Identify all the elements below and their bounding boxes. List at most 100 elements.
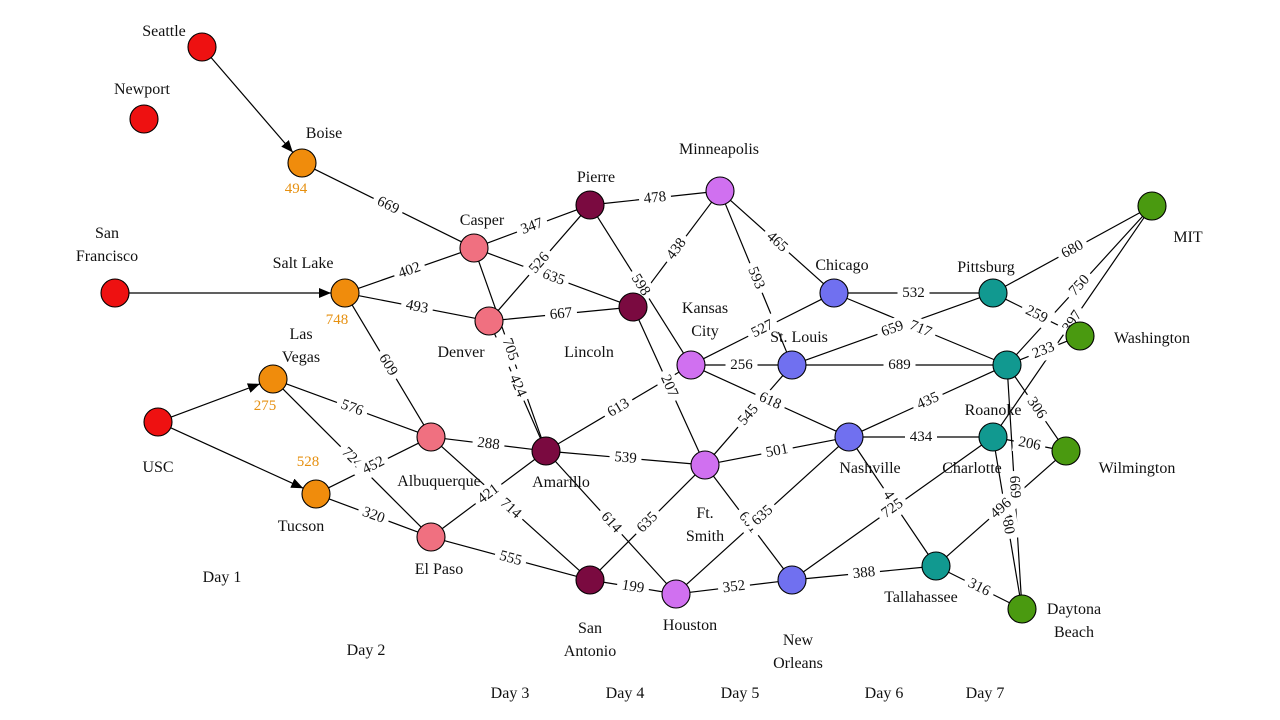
edge-weight-bg (599, 391, 638, 425)
edge-weight-bg (1019, 389, 1054, 427)
edge-weight-bg (909, 385, 947, 417)
edge-weight-bg (982, 490, 1020, 527)
node-denver (474, 306, 504, 336)
node-tucson (301, 479, 331, 509)
node-stlouis (777, 350, 807, 380)
day-label-4: Day 4 (606, 685, 645, 702)
node-label-mit: MIT (1173, 229, 1203, 246)
node-boise (287, 148, 317, 178)
node-saltlake (330, 278, 360, 308)
node-charlotte (978, 422, 1008, 452)
node-label-line: New (783, 632, 814, 649)
edge-weight-roanoke-daytonabeach: 669 (1006, 475, 1023, 498)
node-label-line: Ft. (696, 505, 713, 522)
day-label-3: Day 3 (491, 685, 530, 702)
node-pittsburg (978, 278, 1008, 308)
edge-weight-casper-pierre: 347 (519, 215, 546, 238)
node-label-pittsburg: Pittsburg (957, 259, 1015, 276)
edge-weight-bg (725, 355, 758, 375)
edge-usc-lasvegas (170, 383, 261, 418)
edge-weight-bg (901, 313, 940, 345)
edge-weight-bg (495, 331, 525, 368)
edge-weight-sanantonio-houston: 199 (621, 577, 646, 596)
node-newport (129, 104, 159, 134)
node-kansascity (676, 350, 706, 380)
edge-weight-denver-lincoln: 667 (549, 305, 573, 323)
node-ftsmith (690, 450, 720, 480)
edge-weight-bg (759, 438, 795, 464)
edge-weight-bg (874, 314, 911, 344)
edge-weight-kansascity-stlouis: 256 (730, 357, 753, 373)
edge-weight-bg (743, 312, 782, 346)
node-label-albuquerque: Albuquerque (397, 473, 481, 490)
edge-weight-bg (847, 561, 881, 585)
edge-weight-elpaso-sanantonio: 555 (498, 548, 524, 569)
node-wilmington (1051, 436, 1081, 466)
edge-weight-bg (740, 259, 772, 297)
node-label-line: Smith (686, 528, 724, 545)
node-label-line: Vegas (282, 349, 320, 366)
edge-weight-bg (743, 497, 782, 534)
node-label-charlotte: Charlotte (942, 460, 1002, 477)
edge-seattle-boise (210, 57, 294, 153)
edge-weight-houston-neworleans: 352 (722, 578, 746, 597)
edge-weight-bg (471, 432, 506, 456)
edge-weight-bg (623, 266, 658, 304)
node-lincoln (618, 292, 648, 322)
node-lasvegas (258, 364, 288, 394)
node-label-line: Beach (1054, 624, 1094, 641)
edge-weight-bg (592, 503, 630, 542)
edge-weight-charlotte-wilmington: 206 (1017, 434, 1043, 454)
edge-weight-amarillo-ftsmith: 539 (614, 449, 638, 467)
node-cost-lasvegas: 275 (254, 398, 277, 414)
node-tallahassee (921, 551, 951, 581)
node-mit (1137, 191, 1167, 221)
edge-weight-bg (1061, 266, 1098, 305)
edge-weight-bg (608, 446, 643, 470)
node-neworleans (777, 565, 807, 595)
edge-weight-bg (1024, 335, 1063, 366)
node-label-newport: Newport (114, 81, 171, 98)
edge-weight-bg (905, 427, 937, 447)
node-label-seattle: Seattle (142, 23, 186, 40)
node-label-line: Las (289, 326, 312, 343)
node-label-line: Francisco (76, 248, 138, 265)
node-nashville (834, 422, 864, 452)
node-minneapolis (705, 176, 735, 206)
edge-weight-bg (960, 571, 998, 604)
edge-weight-bg (629, 504, 666, 541)
edge-weight-tucson-elpaso: 320 (360, 504, 387, 527)
day-label-5: Day 5 (721, 685, 760, 702)
edge-weight-ftsmith-nashville: 501 (764, 441, 789, 461)
node-label-line: Kansas (682, 300, 728, 317)
edge-weight-bg (521, 244, 558, 282)
node-label-line: Daytona (1047, 601, 1101, 618)
edge-weight-stlouis-pittsburg: 659 (879, 318, 906, 341)
node-cost-saltlake: 748 (326, 312, 349, 328)
node-label-elpaso: El Paso (415, 561, 463, 578)
node-label-houston: Houston (663, 617, 717, 634)
nodes-layer (100, 32, 1167, 624)
edge-weight-bg (492, 544, 529, 573)
edge-weight-nashville-charlotte: 434 (910, 429, 933, 445)
edge-usc-tucson (170, 427, 304, 489)
node-albuquerque (416, 422, 446, 452)
node-label-minneapolis: Minneapolis (679, 141, 759, 158)
edge-weight-bg (399, 294, 435, 320)
node-elpaso (416, 522, 446, 552)
edge-weight-bg (513, 211, 551, 242)
node-casper (459, 233, 489, 263)
edge-weight-bg (333, 393, 371, 423)
edge-weight-albuquerque-amarillo: 288 (476, 435, 500, 454)
node-cost-boise: 494 (285, 181, 308, 197)
edge-weight-bg (354, 449, 393, 482)
node-daytonabeach (1007, 594, 1037, 624)
node-houston (661, 579, 691, 609)
node-pierre (575, 190, 605, 220)
edge-weight-bg (501, 367, 534, 405)
